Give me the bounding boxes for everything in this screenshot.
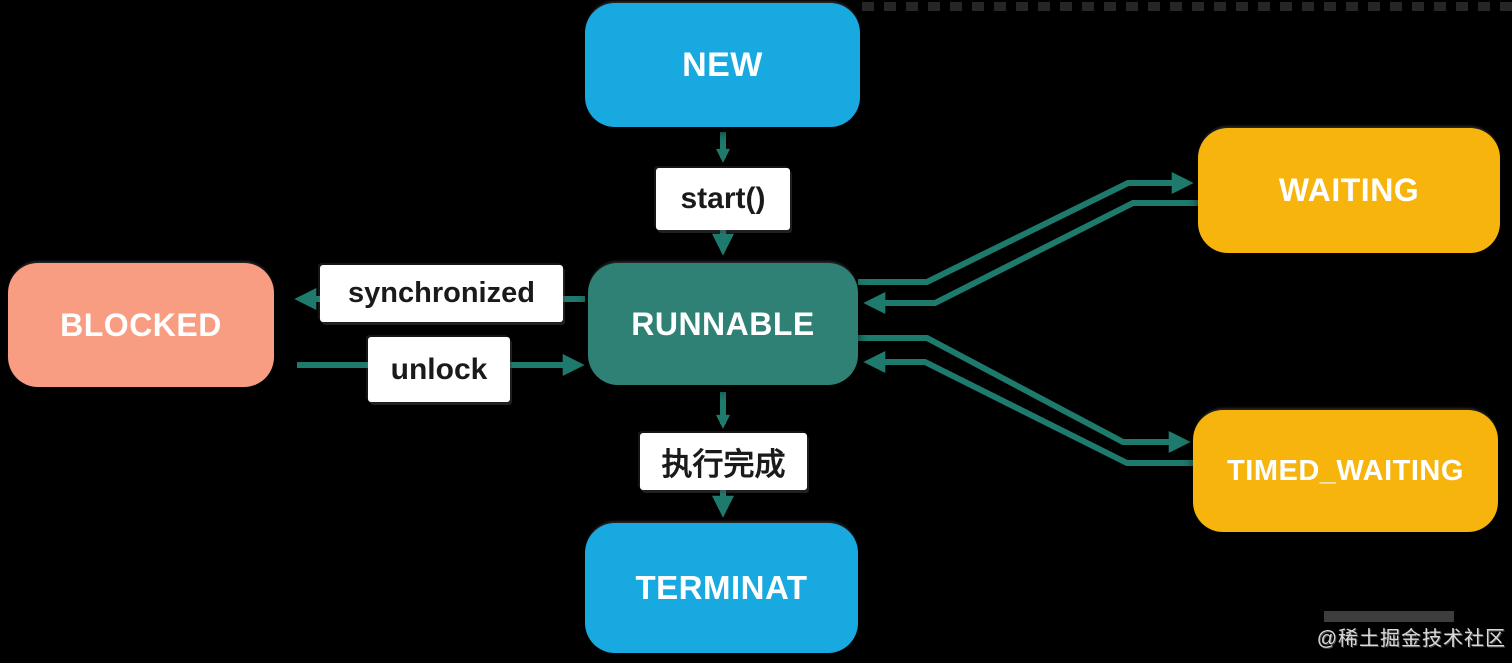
node-new-label: NEW (682, 45, 763, 84)
node-blocked: BLOCKED (8, 263, 274, 387)
arrow-runnable-to-timed-waiting (858, 335, 1191, 453)
node-terminated: TERMINAT (585, 523, 858, 653)
edge-label-synchronized: synchronized (320, 265, 563, 322)
node-timed-waiting: TIMED_WAITING (1193, 410, 1498, 532)
edge-label-unlock-text: unlock (390, 352, 488, 386)
node-runnable: RUNNABLE (588, 263, 858, 385)
node-waiting-label: WAITING (1278, 172, 1420, 208)
watermark: @稀土掘金技术社区 (1316, 628, 1506, 650)
node-blocked-label: BLOCKED (60, 306, 222, 343)
edge-label-finish: 执行完成 (640, 433, 807, 490)
node-runnable-label: RUNNABLE (631, 305, 815, 342)
arrow-timed-waiting-to-runnable (863, 351, 1198, 466)
edge-label-finish-text: 执行完成 (661, 447, 786, 482)
top-edge-artifact (862, 2, 1512, 11)
edge-label-unlock: unlock (368, 337, 510, 402)
edge-label-start-text: start() (680, 182, 766, 215)
edge-label-synchronized-text: synchronized (348, 277, 535, 309)
node-new: NEW (585, 3, 860, 127)
arrow-waiting-to-runnable (863, 200, 1198, 314)
node-terminated-label: TERMINAT (635, 569, 808, 606)
node-waiting: WAITING (1198, 128, 1500, 253)
watermark-ghost-strip (1324, 611, 1454, 622)
edge-label-start: start() (656, 168, 790, 230)
node-timed-waiting-label: TIMED_WAITING (1227, 454, 1464, 487)
arrow-runnable-to-waiting (858, 172, 1194, 285)
